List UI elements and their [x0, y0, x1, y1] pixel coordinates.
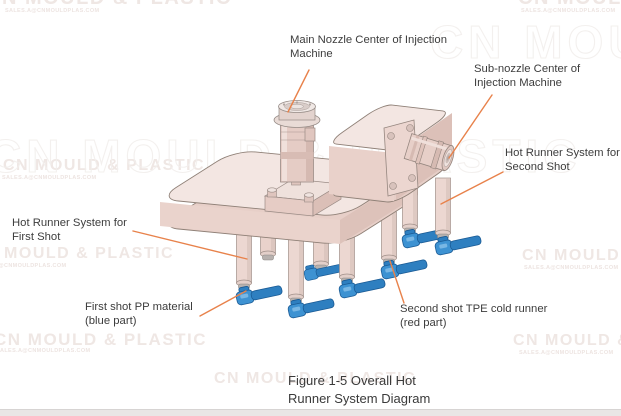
sub-nozzle [383, 119, 455, 197]
label-first-shot-pp: First shot PP material (blue part) [85, 300, 193, 329]
leader-main-nozzle [287, 69, 310, 113]
bottom-divider-bar [0, 409, 621, 416]
leader-first-shot-pp [199, 290, 247, 317]
caption-line: Figure 1-5 Overall Hot [288, 373, 416, 388]
nozzle-drop [288, 237, 304, 304]
label-line: (blue part) [85, 315, 137, 328]
label-sub-nozzle: Sub-nozzle Center of Injection Machine [474, 62, 580, 91]
watermark-contact: SALES.A@CNMOULDPLAS.COM [5, 8, 100, 14]
label-line: (red part) [400, 317, 447, 330]
label-main-nozzle: Main Nozzle Center of Injection Machine [290, 33, 447, 62]
label-line: Sub-nozzle Center of [474, 63, 581, 75]
label-line: Second shot TPE cold runner [400, 303, 548, 315]
label-hot-runner-first: Hot Runner System for First Shot [12, 216, 127, 245]
label-line: Hot Runner System for [505, 147, 620, 159]
label-hot-runner-second: Hot Runner System for Second Shot [505, 146, 620, 175]
leader-hot-runner-second [440, 171, 504, 205]
watermark-contact: SALES.A@CNMOULDPLAS.COM [0, 263, 67, 269]
label-second-shot-tpe: Second shot TPE cold runner (red part) [400, 302, 547, 331]
watermark-text: CN MOULD & PLASTIC [518, 0, 621, 10]
watermark-text: CN MOULD & PLASTIC [0, 330, 208, 349]
watermark-text: CN MOULD & PLASTIC [0, 0, 232, 10]
label-line: Hot Runner System for [12, 217, 127, 229]
molded-part-blue [434, 235, 482, 256]
watermark-outline: CN MOULD & PLASTIC [430, 16, 621, 68]
caption-line: Runner System Diagram [288, 390, 431, 406]
leader-hot-runner-first [132, 230, 248, 260]
molded-part-blue [287, 298, 335, 319]
watermark-text: CN MOULD & PLASTIC [214, 370, 417, 387]
molded-part-blue [303, 264, 342, 281]
leader-second-shot-tpe [389, 260, 405, 304]
watermark-contact: SALES.A@CNMOULDPLAS.COM [521, 8, 616, 14]
label-line: Injection Machine [474, 77, 562, 90]
molded-part-blue [380, 259, 428, 280]
label-line: First shot PP material [85, 301, 193, 313]
label-line: Second Shot [505, 161, 570, 174]
watermark-contact: SALES.A@CNMOULDPLAS.COM [524, 265, 619, 271]
label-line: First Shot [12, 231, 61, 244]
label-line: Main Nozzle Center of Injection [290, 34, 447, 46]
label-line: Machine [290, 48, 333, 61]
watermark-contact: SALES.A@CNMOULDPLAS.COM [519, 350, 614, 356]
leader-lines [132, 69, 504, 317]
nozzle-drop [381, 211, 397, 265]
molded-part-blue [338, 278, 386, 299]
figure-caption: Figure 1-5 Overall Hot Runner System Dia… [288, 372, 430, 407]
leader-sub-nozzle [448, 94, 493, 159]
nozzle-drop [435, 177, 451, 240]
watermark-contact: SALES.A@CNMOULDPLAS.COM [0, 348, 91, 354]
watermark-text: CN MOULD & PLASTIC [513, 332, 621, 349]
watermark-text: CN MOULD & PLASTIC [522, 247, 621, 264]
watermark-text: CN MOULD & PLASTIC [0, 245, 175, 262]
watermark-text: CN MOULD & PLASTIC [3, 157, 206, 174]
watermark-contact: SALES.A@CNMOULDPLAS.COM [2, 175, 97, 181]
